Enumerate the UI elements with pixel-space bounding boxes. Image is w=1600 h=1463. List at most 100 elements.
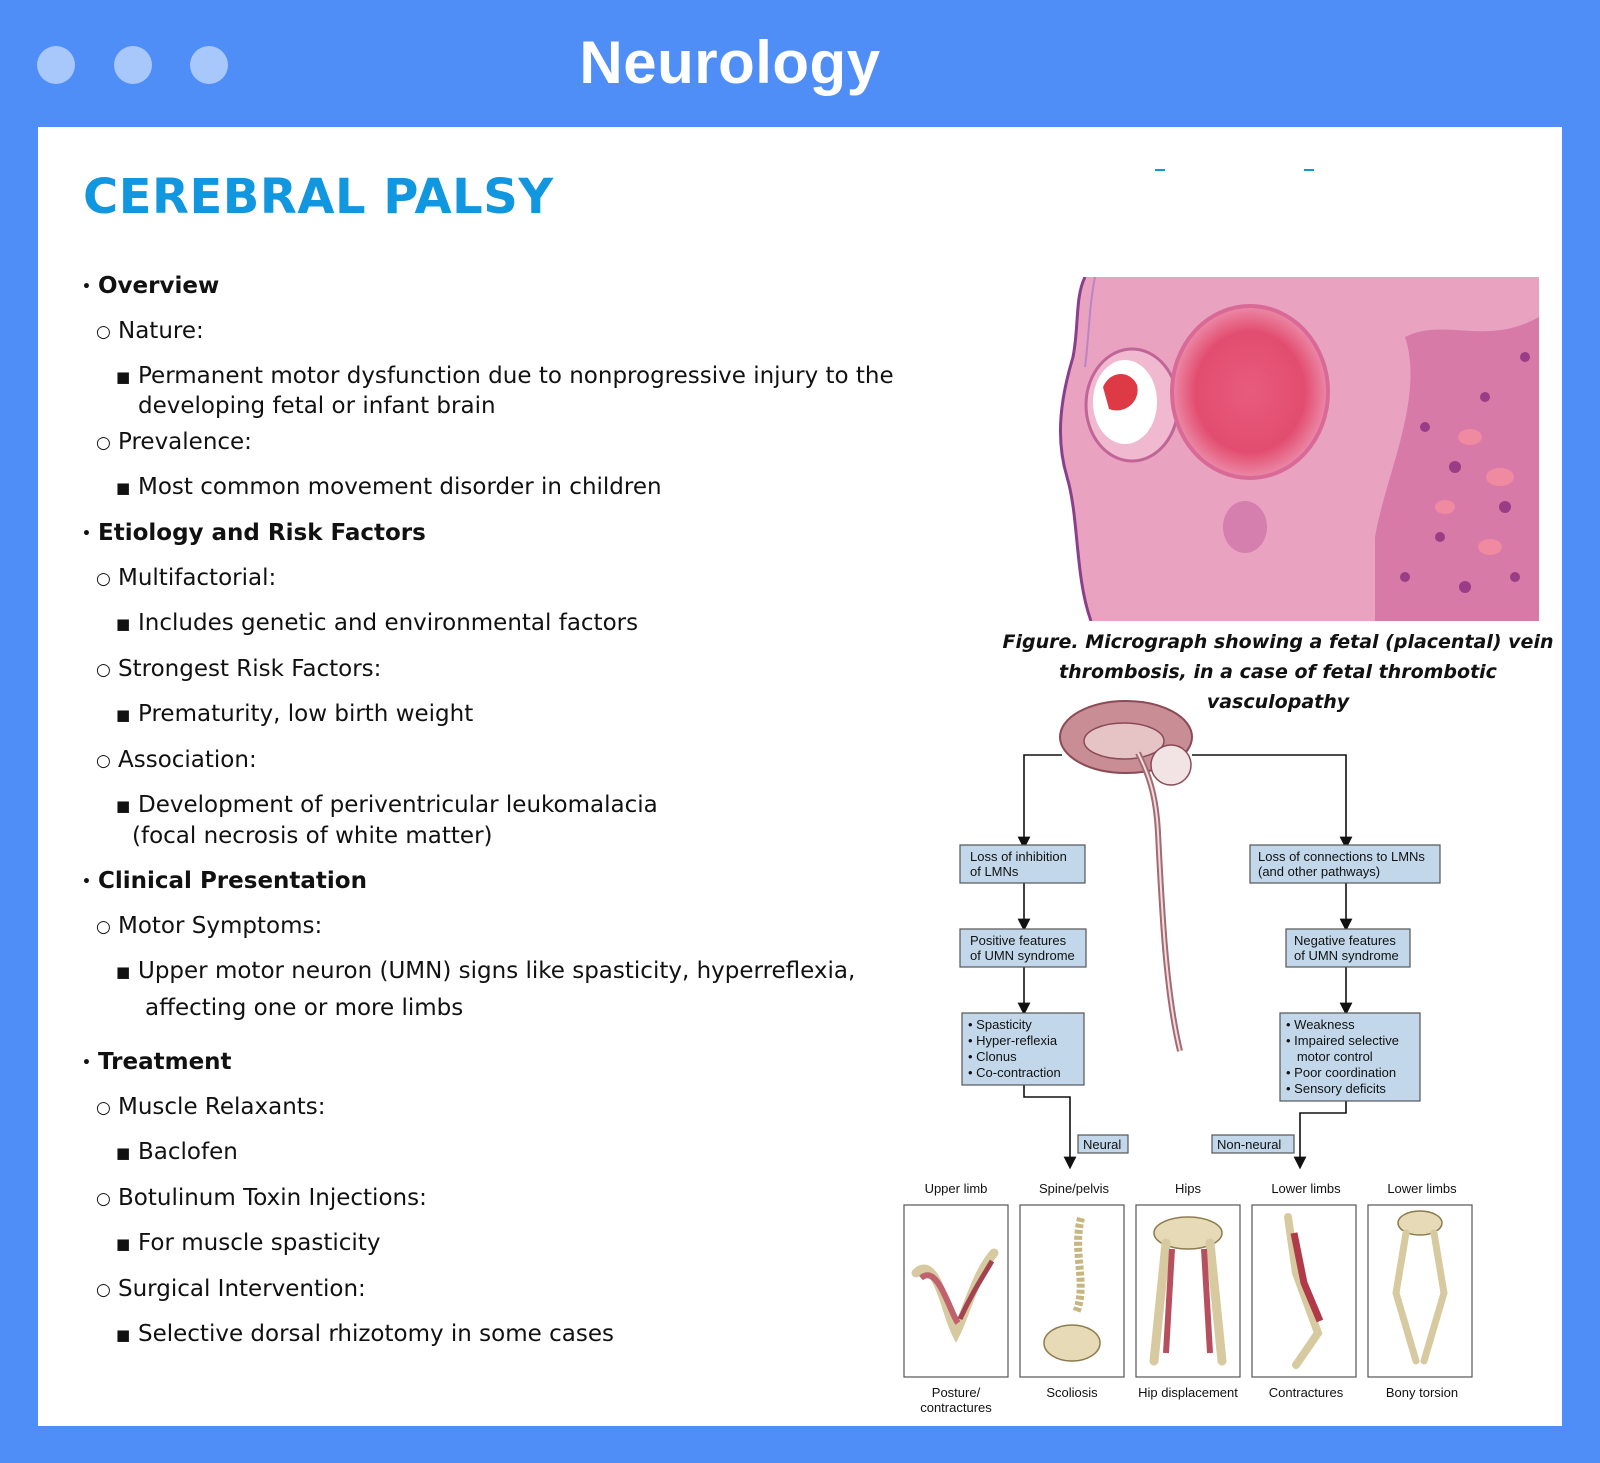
window-minimize-dot[interactable] bbox=[114, 46, 152, 84]
bullet-square-icon: ■ bbox=[116, 705, 131, 724]
panel-top-label: Hips bbox=[1175, 1181, 1202, 1196]
outline-item: •Overview bbox=[82, 273, 220, 299]
bullet-circle-icon: ○ bbox=[96, 1097, 111, 1118]
outline-item: ○Prevalence: bbox=[96, 429, 252, 455]
leg-muscle-icon bbox=[1284, 1213, 1324, 1369]
figure-caption-line: Figure. Micrograph showing a fetal (plac… bbox=[1002, 631, 1554, 653]
bullet-dot-icon: • bbox=[82, 873, 91, 890]
diagram-box-text: Loss of inhibition bbox=[970, 849, 1067, 864]
window-close-dot[interactable] bbox=[37, 46, 75, 84]
page-title: CEREBRAL PALSY bbox=[83, 169, 554, 225]
outline-item: ○Muscle Relaxants: bbox=[96, 1094, 326, 1120]
bullet-square-icon: ■ bbox=[116, 367, 131, 386]
bullet-circle-icon: ○ bbox=[96, 321, 111, 342]
bullet-circle-icon: ○ bbox=[96, 659, 111, 680]
figure-caption: Figure. Micrograph showing a fetal (plac… bbox=[998, 627, 1558, 717]
panel-bottom-label: Contractures bbox=[1269, 1385, 1344, 1400]
outline-item: ○Multifactorial: bbox=[96, 565, 277, 591]
outline-item: ○Motor Symptoms: bbox=[96, 913, 323, 939]
bullet-square-icon: ■ bbox=[116, 1325, 131, 1344]
outline-item: ■For muscle spasticity bbox=[116, 1230, 381, 1256]
figure-caption-line: thrombosis, in a case of fetal thromboti… bbox=[1059, 661, 1497, 713]
bullet-square-icon: ■ bbox=[116, 962, 131, 981]
diagram-box-text: • Poor coordination bbox=[1286, 1065, 1396, 1080]
bullet-circle-icon: ○ bbox=[96, 432, 111, 453]
upper-limb-panel bbox=[903, 1204, 1009, 1378]
panel-bottom-label: Hip displacement bbox=[1138, 1385, 1238, 1400]
brain-icon bbox=[1059, 700, 1193, 1052]
diagram-box-text: • Weakness bbox=[1286, 1017, 1355, 1032]
bullet-square-icon: ■ bbox=[116, 614, 131, 633]
diagram-box-text: • Sensory deficits bbox=[1286, 1081, 1386, 1096]
outline-item: ○Strongest Risk Factors: bbox=[96, 656, 382, 682]
decorative-dash bbox=[1155, 169, 1165, 171]
diagram-box bbox=[961, 1012, 1085, 1086]
outline-item: ○Association: bbox=[96, 747, 257, 773]
diagram-box bbox=[1249, 844, 1441, 884]
outline-item: ■Permanent motor dysfunction due to nonp… bbox=[116, 363, 894, 389]
bullet-dot-icon: • bbox=[82, 525, 91, 542]
diagram-box bbox=[959, 928, 1087, 968]
panel-top-label: Lower limbs bbox=[1271, 1181, 1341, 1196]
nonneural-tag: Non-neural bbox=[1217, 1137, 1281, 1152]
panel-top-label: Lower limbs bbox=[1387, 1181, 1457, 1196]
bullet-square-icon: ■ bbox=[116, 478, 131, 497]
outline-item: ○Botulinum Toxin Injections: bbox=[96, 1185, 427, 1211]
outline-item: •Etiology and Risk Factors bbox=[82, 520, 426, 546]
diagram-box-text: Negative features bbox=[1294, 933, 1396, 948]
panel-bottom-label: Bony torsion bbox=[1386, 1385, 1458, 1400]
diagram-tag bbox=[1077, 1134, 1129, 1154]
bullet-dot-icon: • bbox=[82, 278, 91, 295]
hip-joint-icon bbox=[1149, 1216, 1227, 1366]
diagram-box-text: Loss of connections to LMNs bbox=[1258, 849, 1425, 864]
outline-item-continuation: developing fetal or infant brain bbox=[138, 393, 496, 419]
arm-bone-icon bbox=[911, 1248, 999, 1344]
outline-item-continuation: (focal necrosis of white matter) bbox=[132, 823, 493, 849]
diagram-box-text: (and other pathways) bbox=[1258, 864, 1380, 879]
bullet-circle-icon: ○ bbox=[96, 916, 111, 937]
outline-item: ■Prematurity, low birth weight bbox=[116, 701, 474, 727]
outline-item: ■Selective dorsal rhizotomy in some case… bbox=[116, 1321, 614, 1347]
outline-item-continuation: affecting one or more limbs bbox=[145, 995, 464, 1021]
outline-item: •Clinical Presentation bbox=[82, 868, 367, 894]
outline-item: ■Baclofen bbox=[116, 1139, 238, 1165]
outline-item: ○Surgical Intervention: bbox=[96, 1276, 366, 1302]
panel-top-label: Upper limb bbox=[925, 1181, 988, 1196]
bullet-square-icon: ■ bbox=[116, 796, 131, 815]
window-title: Neurology bbox=[579, 29, 881, 96]
leg-bones-icon bbox=[1392, 1210, 1448, 1365]
diagram-box bbox=[959, 844, 1086, 884]
bullet-circle-icon: ○ bbox=[96, 1188, 111, 1209]
spine-icon bbox=[1043, 1217, 1101, 1362]
outline-item: ■Includes genetic and environmental fact… bbox=[116, 610, 639, 636]
diagram-box-text: of UMN syndrome bbox=[970, 948, 1075, 963]
diagram-box-text: motor control bbox=[1286, 1049, 1373, 1064]
outline-item: ■Development of periventricular leukomal… bbox=[116, 792, 658, 818]
outline-item: •Treatment bbox=[82, 1049, 232, 1075]
diagram-box-text: of UMN syndrome bbox=[1294, 948, 1399, 963]
panel-bottom-label: Posture/ bbox=[932, 1385, 981, 1400]
outline-item: ■Most common movement disorder in childr… bbox=[116, 474, 662, 500]
diagram-box-text: • Clonus bbox=[968, 1049, 1017, 1064]
outline-item: ○Nature: bbox=[96, 318, 204, 344]
panel-top-label: Spine/pelvis bbox=[1039, 1181, 1110, 1196]
diagram-box-text: Positive features bbox=[970, 933, 1067, 948]
bullet-circle-icon: ○ bbox=[96, 750, 111, 771]
diagram-box-text: • Co-contraction bbox=[968, 1065, 1061, 1080]
diagram-box-text: of LMNs bbox=[970, 864, 1019, 879]
diagram-box-text: • Spasticity bbox=[968, 1017, 1032, 1032]
neural-tag: Neural bbox=[1083, 1137, 1121, 1152]
content-panel: CEREBRAL PALSY •Overview ○Nature: ■Perma… bbox=[38, 127, 1562, 1426]
window-maximize-dot[interactable] bbox=[190, 46, 228, 84]
diagram-tag bbox=[1211, 1134, 1295, 1154]
bullet-circle-icon: ○ bbox=[96, 568, 111, 589]
panel-bottom-label: Scoliosis bbox=[1046, 1385, 1098, 1400]
decorative-dash bbox=[1304, 169, 1314, 171]
bullet-square-icon: ■ bbox=[116, 1234, 131, 1253]
micrograph-image bbox=[1045, 277, 1539, 621]
outline-item: ■Upper motor neuron (UMN) signs like spa… bbox=[116, 958, 856, 984]
diagram-box-text: • Impaired selective bbox=[1286, 1033, 1399, 1048]
umn-diagram: Loss of inhibition of LMNs Positive feat… bbox=[903, 700, 1473, 1413]
bullet-dot-icon: • bbox=[82, 1054, 91, 1071]
diagram-box bbox=[1279, 1012, 1421, 1102]
